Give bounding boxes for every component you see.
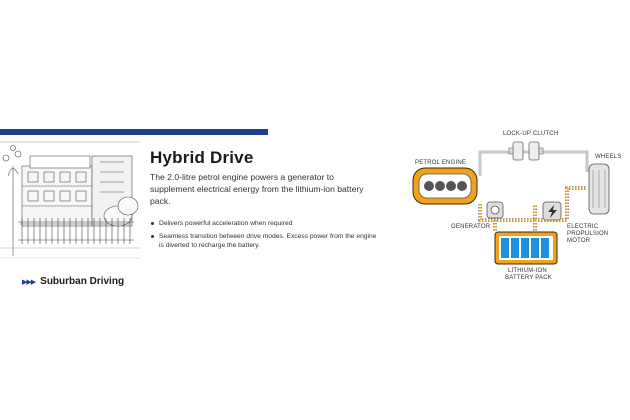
feature-bullet-list: Delivers powerful acceleration when requ…: [150, 219, 380, 254]
motor-label-line3: MOTOR: [567, 238, 591, 244]
lockup-clutch-label: LOCK-UP CLUTCH: [503, 131, 558, 137]
header-accent-bar: [0, 129, 268, 135]
battery-label-line2: BATTERY PACK: [505, 275, 552, 281]
generator-label: GENERATOR: [451, 224, 491, 230]
gear-icon: [486, 201, 504, 219]
battery-pack-icon: [494, 231, 558, 265]
engine-cylinders-icon: [412, 167, 478, 205]
section-heading: Hybrid Drive: [150, 148, 254, 167]
suburban-building-sketch: [0, 141, 140, 259]
intro-paragraph: The 2.0-litre petrol engine powers a gen…: [150, 172, 364, 206]
wheels-label: WHEELS: [595, 154, 622, 160]
lightning-bolt-icon: [542, 201, 562, 221]
suburban-driving-caption: ▶▶▶ Suburban Driving: [22, 276, 124, 287]
motor-label-line1: ELECTRIC: [567, 224, 599, 230]
triple-arrow-icon: ▶▶▶: [22, 278, 36, 286]
petrol-engine-label: PETROL ENGINE: [415, 160, 466, 166]
caption-label: Suburban Driving: [40, 276, 125, 287]
bullet-item: Delivers powerful acceleration when requ…: [150, 219, 380, 229]
hybrid-drive-diagram: LOCK-UP CLUTCH PETROL ENGINE WHEELS GENE…: [412, 131, 622, 281]
battery-label-line1: LITHIUM-ION: [508, 268, 547, 274]
wheel-icon: [588, 163, 610, 215]
bullet-item: Seamless transition between drive modes.…: [150, 232, 380, 251]
lockup-clutch-icon: [508, 141, 544, 161]
motor-label-line2: PROPULSION: [567, 231, 608, 237]
